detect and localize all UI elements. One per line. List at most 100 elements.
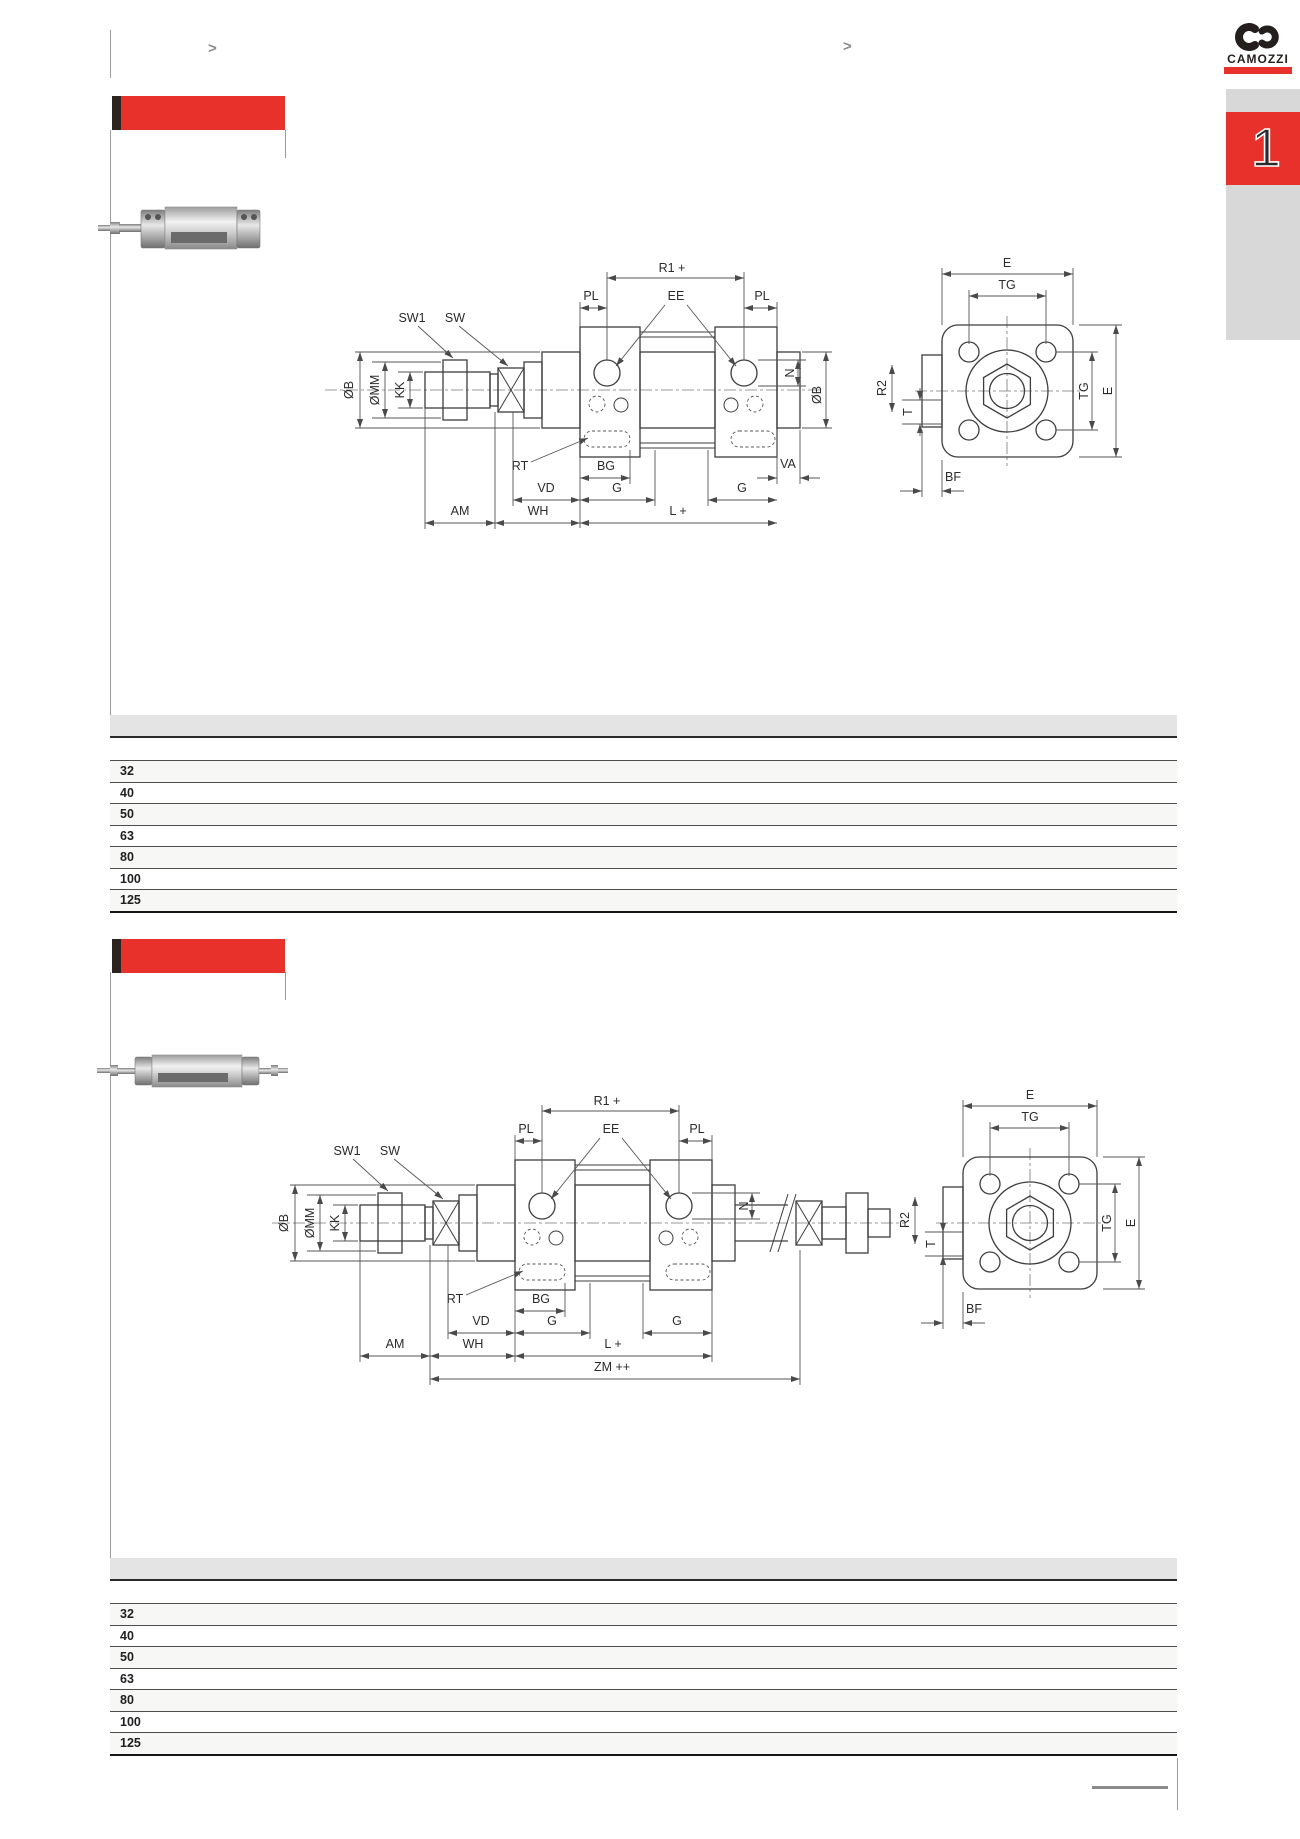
dim-label-diaB-right: ØB	[810, 386, 824, 404]
margin-line	[110, 30, 111, 78]
dimension-table-2: 32 40 50 63 80 100 125	[110, 1558, 1177, 1756]
cushion-screw-front	[518, 1263, 566, 1281]
table-row-bore: 100	[110, 1712, 1177, 1733]
table-subheader-row	[110, 1581, 1177, 1604]
dim-label-SW: SW	[445, 311, 465, 325]
cylinder-body	[514, 1159, 736, 1291]
table-header-band	[110, 715, 1177, 738]
dim-label-E-right: E	[1101, 387, 1115, 395]
dim-label-G-left: G	[547, 1314, 557, 1328]
table-subheader-row	[110, 738, 1177, 761]
dim-label-WH: WH	[528, 504, 549, 518]
table-row-bore: 40	[110, 783, 1177, 804]
dim-label-diaB: ØB	[277, 1214, 291, 1232]
tie-rod-bolt	[241, 214, 247, 220]
dim-label-PL-left: PL	[518, 1122, 533, 1136]
cushion-screw-rear	[730, 430, 776, 448]
section2-title-bar	[112, 939, 285, 973]
rod-assembly	[359, 1184, 516, 1262]
break-mark	[769, 1193, 789, 1253]
camozzi-logo-mark	[1235, 23, 1279, 51]
product-photo-cylinder-single-rod	[98, 206, 261, 250]
dim-label-BG: BG	[532, 1292, 550, 1306]
dim-label-KK: KK	[328, 1214, 342, 1231]
table-header-band	[110, 1558, 1177, 1581]
rod-nut	[110, 222, 120, 234]
port-front	[593, 359, 621, 387]
dim-label-E-top: E	[1003, 256, 1011, 270]
table-row-bore: 32	[110, 1604, 1177, 1626]
table-row-bore: 40	[110, 1626, 1177, 1647]
port-rear	[730, 359, 758, 387]
table-row-bore: 80	[110, 847, 1177, 869]
break-mark	[777, 1193, 797, 1253]
dim-label-RT: RT	[512, 459, 529, 473]
side-tab-chapter[interactable]: 1	[1226, 112, 1300, 185]
port-front	[528, 1192, 556, 1220]
cylinder-barrel	[151, 1054, 243, 1088]
leader-labels: SW1 SW RT	[398, 311, 589, 473]
product-photo-cylinder-through-rod	[97, 1054, 288, 1088]
dim-label-SW1: SW1	[333, 1144, 360, 1158]
dimensions-right: N ØB	[758, 351, 832, 429]
dim-label-TG-top: TG	[998, 278, 1015, 292]
dim-label-AM: AM	[386, 1337, 405, 1351]
flange-end-view: E TG TG E R2 T BF	[898, 1090, 1145, 1329]
tie-rod-bolt	[145, 214, 151, 220]
dim-label-E-right: E	[1124, 1219, 1138, 1227]
technical-drawing-single-rod: ØB ØMM KK SW1 SW RT R1 + PL	[325, 256, 1122, 529]
dim-label-SW: SW	[380, 1144, 400, 1158]
dim-label-EE: EE	[668, 289, 685, 303]
dim-label-RT: RT	[447, 1292, 464, 1306]
dim-label-E-top: E	[1026, 1090, 1034, 1102]
dim-label-R1: R1 +	[659, 261, 686, 275]
rod-assembly	[424, 351, 581, 429]
rod-nut-rear	[271, 1065, 278, 1076]
section1-title-bar	[112, 96, 285, 130]
table-row-bore: 80	[110, 1690, 1177, 1712]
dim-label-L: L +	[604, 1337, 621, 1351]
table-row-bore: 125	[110, 890, 1177, 911]
dim-label-G-right: G	[737, 481, 747, 495]
dim-label-PL-right: PL	[754, 289, 769, 303]
dim-label-diaB: ØB	[342, 381, 356, 399]
dim-label-BF: BF	[945, 470, 961, 484]
rod-tip	[97, 1068, 113, 1073]
dim-label-BF: BF	[966, 1302, 982, 1316]
dim-label-VD: VD	[537, 481, 554, 495]
dim-label-R2: R2	[875, 380, 889, 396]
dim-label-N: N	[737, 1201, 751, 1210]
camozzi-logo: CAMOZZI	[1224, 23, 1292, 74]
dim-label-R1: R1 +	[594, 1094, 621, 1108]
front-end-cap	[134, 1056, 153, 1086]
header-rule	[285, 130, 286, 158]
dim-label-G-left: G	[612, 481, 622, 495]
margin-line	[110, 130, 111, 715]
barrel-label	[171, 232, 227, 243]
flange-end-view: E TG TG E R2 T BF	[875, 256, 1122, 497]
table-row-bore: 50	[110, 804, 1177, 826]
breadcrumb-right: >	[843, 38, 852, 55]
dim-label-VD: VD	[472, 1314, 489, 1328]
side-tab-number: 1	[1251, 118, 1281, 178]
table-row-bore: 125	[110, 1733, 1177, 1754]
dimensions-bottom: BG VD G G AM WH L + ZM ++	[359, 1241, 801, 1385]
tie-rod-bolt	[155, 214, 161, 220]
dim-label-T: T	[901, 408, 915, 416]
camozzi-logo-text: CAMOZZI	[1227, 52, 1289, 66]
dim-label-WH: WH	[463, 1337, 484, 1351]
dim-label-R2: R2	[898, 1212, 912, 1228]
rear-end-cap	[241, 1056, 260, 1086]
dim-label-L: L +	[669, 504, 686, 518]
tie-rod-bolt	[251, 214, 257, 220]
breadcrumb-left: >	[208, 40, 217, 57]
header-rule	[285, 972, 286, 1000]
barrel-label	[158, 1073, 228, 1082]
dim-label-diaMM: ØMM	[303, 1208, 317, 1239]
dim-label-ZM: ZM ++	[594, 1360, 630, 1374]
table-row-bore: 63	[110, 826, 1177, 847]
table-row-bore: 32	[110, 761, 1177, 783]
dim-label-T: T	[924, 1240, 938, 1248]
table-row-bore: 50	[110, 1647, 1177, 1669]
piston-rod	[117, 1068, 135, 1074]
